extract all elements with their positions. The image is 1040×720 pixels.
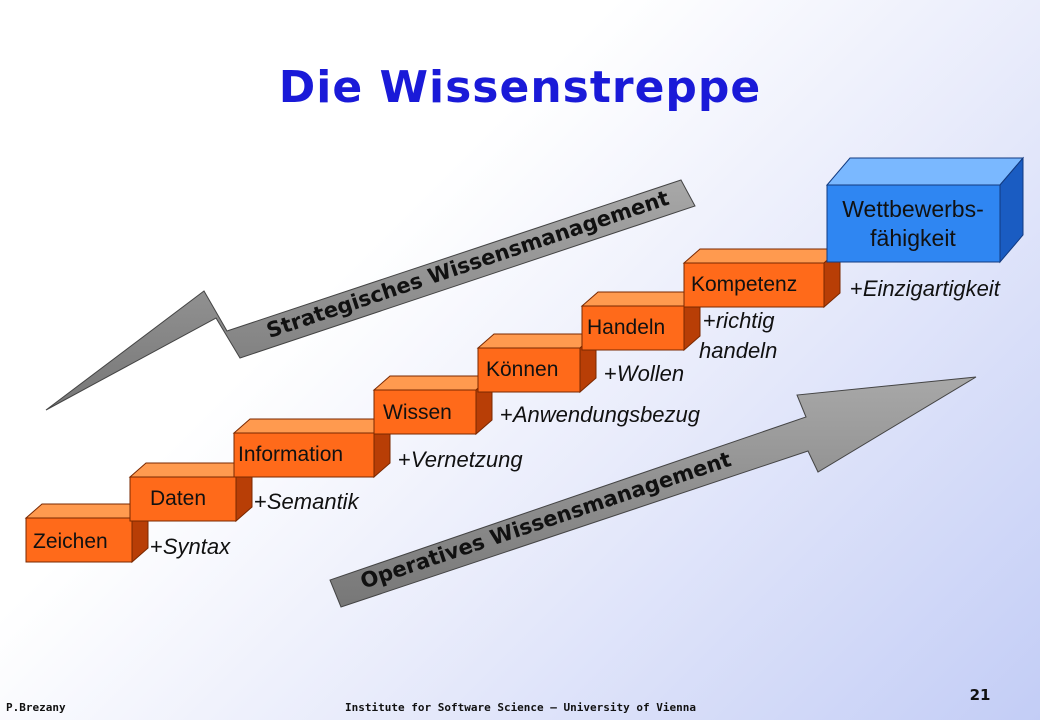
footer-author: P.Brezany xyxy=(6,701,66,714)
goal-top xyxy=(825,157,1025,186)
goal-line-1: Wettbewerbs- xyxy=(842,196,983,222)
gain-semantik: +Semantik xyxy=(254,489,360,514)
gain-anwendungsbezug: +Anwendungsbezug xyxy=(500,402,701,427)
gain-syntax: +Syntax xyxy=(150,534,231,559)
step-top xyxy=(372,375,494,391)
step-label-koennen: Können xyxy=(486,358,558,381)
step-daten: Daten xyxy=(128,461,254,523)
step-label-wissen: Wissen xyxy=(383,401,452,424)
step-top xyxy=(580,291,702,307)
gain-wollen: +Wollen xyxy=(604,361,684,386)
step-information: Information xyxy=(232,417,392,479)
gain-einzigartigkeit: +Einzigartigkeit xyxy=(850,276,1001,301)
step-front xyxy=(581,305,685,351)
step-front xyxy=(129,476,237,522)
step-top xyxy=(476,333,598,349)
step-front xyxy=(25,517,133,563)
step-top xyxy=(682,248,842,264)
step-wissen: Wissen xyxy=(372,374,494,436)
strategic-arrow-shape xyxy=(45,179,696,411)
step-front xyxy=(683,262,825,308)
step-label-handeln: Handeln xyxy=(587,316,665,339)
gain-vernetzung: +Vernetzung xyxy=(398,447,523,472)
goal-cube: Wettbewerbs- fähigkeit xyxy=(825,156,1025,264)
slide-title: Die Wissenstreppe xyxy=(278,62,762,113)
step-front xyxy=(477,347,581,393)
step-label-daten: Daten xyxy=(150,487,206,510)
footer-institute: Institute for Software Science – Univers… xyxy=(345,701,696,714)
step-front xyxy=(373,389,477,435)
step-label-information: Information xyxy=(238,443,343,466)
step-handeln: Handeln xyxy=(580,290,702,352)
operative-arrow-shape xyxy=(329,376,977,608)
step-top xyxy=(232,418,392,434)
goal-front xyxy=(826,184,1001,263)
goal-line-2: fähigkeit xyxy=(870,225,956,251)
step-front xyxy=(233,432,375,478)
step-koennen: Können xyxy=(476,332,598,394)
step-zeichen: Zeichen xyxy=(24,502,150,564)
page-number: 21 xyxy=(969,686,991,704)
step-label-kompetenz: Kompetenz xyxy=(691,273,797,296)
step-kompetenz: Kompetenz xyxy=(682,247,842,309)
step-label-zeichen: Zeichen xyxy=(33,530,108,553)
